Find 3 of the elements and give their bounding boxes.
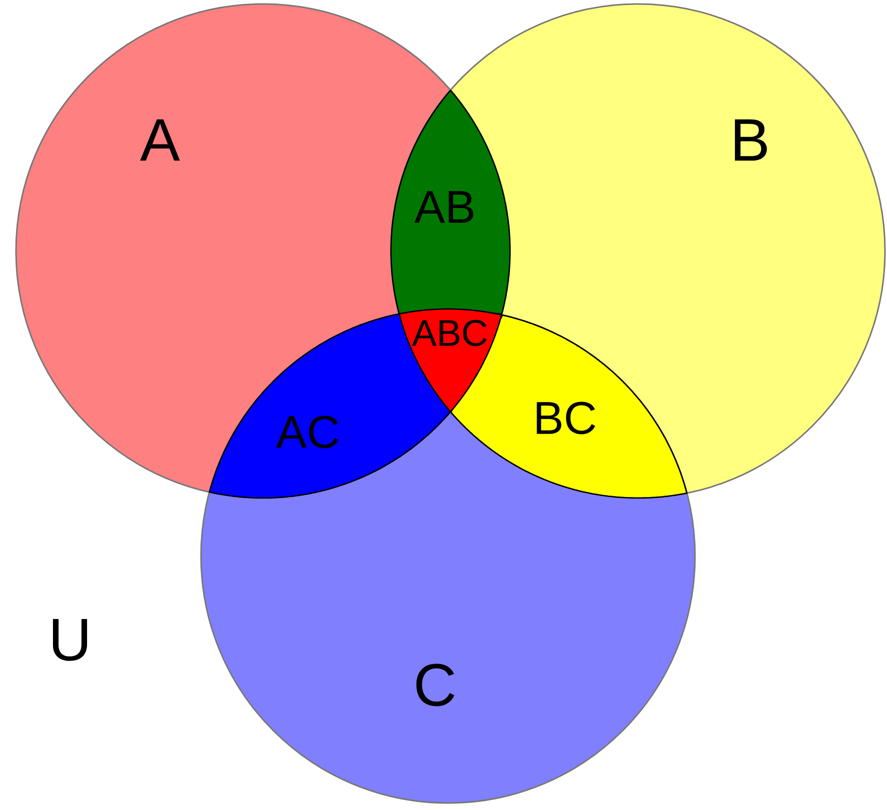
overlap-region: ABC — [398, 308, 502, 412]
overlap-region: AB — [390, 90, 511, 315]
universe-label: U — [52, 619, 88, 661]
